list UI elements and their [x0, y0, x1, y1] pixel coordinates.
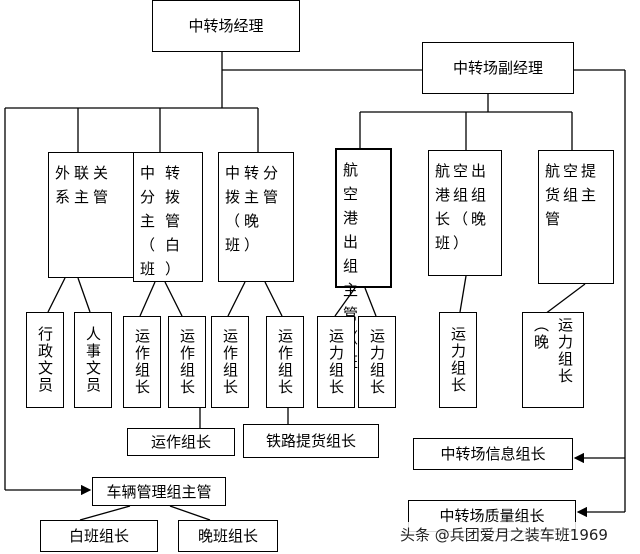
node-ops-leader-3: 运作组长: [211, 316, 249, 408]
node-liaison-head: 外联关系主管: [48, 152, 134, 278]
watermark: 头条 @兵团爱月之装车班1969: [400, 522, 636, 548]
node-ops-leader-bottom: 运作组长: [127, 428, 235, 456]
node-rail-pickup-leader: 铁路提货组长: [243, 424, 379, 458]
node-deputy-manager-label: 中转场副经理: [452, 59, 543, 77]
node-ops-leader-2: 运作组长: [168, 316, 206, 408]
node-day-leader-label: 白班组长: [68, 527, 129, 545]
node-air-pickup-head: 航空提货组主管: [538, 150, 614, 284]
node-air-out-head-day: 航空港出组主管（白班）: [335, 148, 392, 371]
node-transport-leader-2: 运力组长: [358, 316, 396, 408]
node-admin-clerk: 行政文员: [26, 312, 64, 408]
node-air-out-leader-night: 航空出港组组长（晚班）: [428, 150, 502, 276]
node-manager: 中转场经理: [152, 0, 300, 52]
node-night-leader: 晚班组长: [178, 520, 278, 552]
node-day-leader: 白班组长: [40, 520, 158, 552]
node-quality-leader-label: 中转场质量组长: [439, 507, 545, 525]
node-vehicle-head: 车辆管理组主管: [92, 477, 226, 506]
node-transport-leader-1: 运力组长: [317, 316, 355, 408]
node-ops-leader-4: 运作组长: [266, 316, 304, 408]
node-info-leader-label: 中转场信息组长: [440, 445, 546, 463]
node-ops-leader-1: 运作组长: [123, 316, 161, 408]
node-manager-label: 中转场经理: [188, 17, 264, 35]
node-rail-pickup-leader-label: 铁路提货组长: [265, 432, 356, 450]
node-night-leader-label: 晚班组长: [197, 527, 258, 545]
node-sort-head-day: 中转分拨主管（白班）: [133, 152, 203, 282]
node-info-leader: 中转场信息组长: [413, 438, 573, 470]
node-deputy-manager: 中转场副经理: [422, 42, 574, 94]
node-transport-leader-3: 运力组长: [439, 312, 477, 408]
node-vehicle-head-label: 车辆管理组主管: [106, 482, 212, 501]
node-hr-clerk: 人事文员: [74, 312, 112, 408]
node-ops-leader-bottom-label: 运作组长: [150, 433, 211, 451]
node-transport-leader-night: 运力组长（晚: [522, 312, 584, 408]
node-sort-head-night: 中转分拨主管（晚班）: [218, 152, 294, 282]
